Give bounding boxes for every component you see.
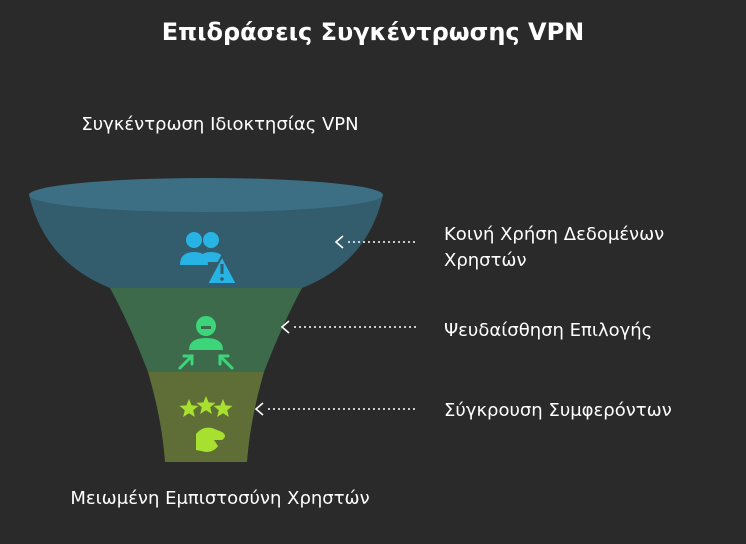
- funnel-stage-3: [148, 372, 264, 462]
- funnel-top-label: Συγκέντρωση Ιδιοκτησίας VPN: [81, 114, 359, 135]
- users-warning-icon: [180, 232, 239, 285]
- funnel-rim: [29, 178, 383, 212]
- funnel-bottom-label: Μειωμένη Εμπιστοσύνη Χρηστών: [70, 488, 370, 509]
- stage-1-label: Κοινή Χρήση Δεδομένων Χρηστών: [444, 224, 665, 271]
- diagram-title: Επιδράσεις Συγκέντρωσης VPN: [161, 18, 585, 46]
- stage-2-label: Ψευδαίσθηση Επιλογής: [444, 320, 653, 341]
- stars-hand-icon: [179, 396, 233, 452]
- stage-3-label: Σύγκρουση Συμφερόντων: [444, 400, 672, 421]
- person-arrows-icon: [178, 316, 234, 370]
- connector-arrow-2: [280, 320, 416, 334]
- connector-arrow-3: [254, 402, 416, 416]
- connector-arrow-1: [334, 235, 416, 249]
